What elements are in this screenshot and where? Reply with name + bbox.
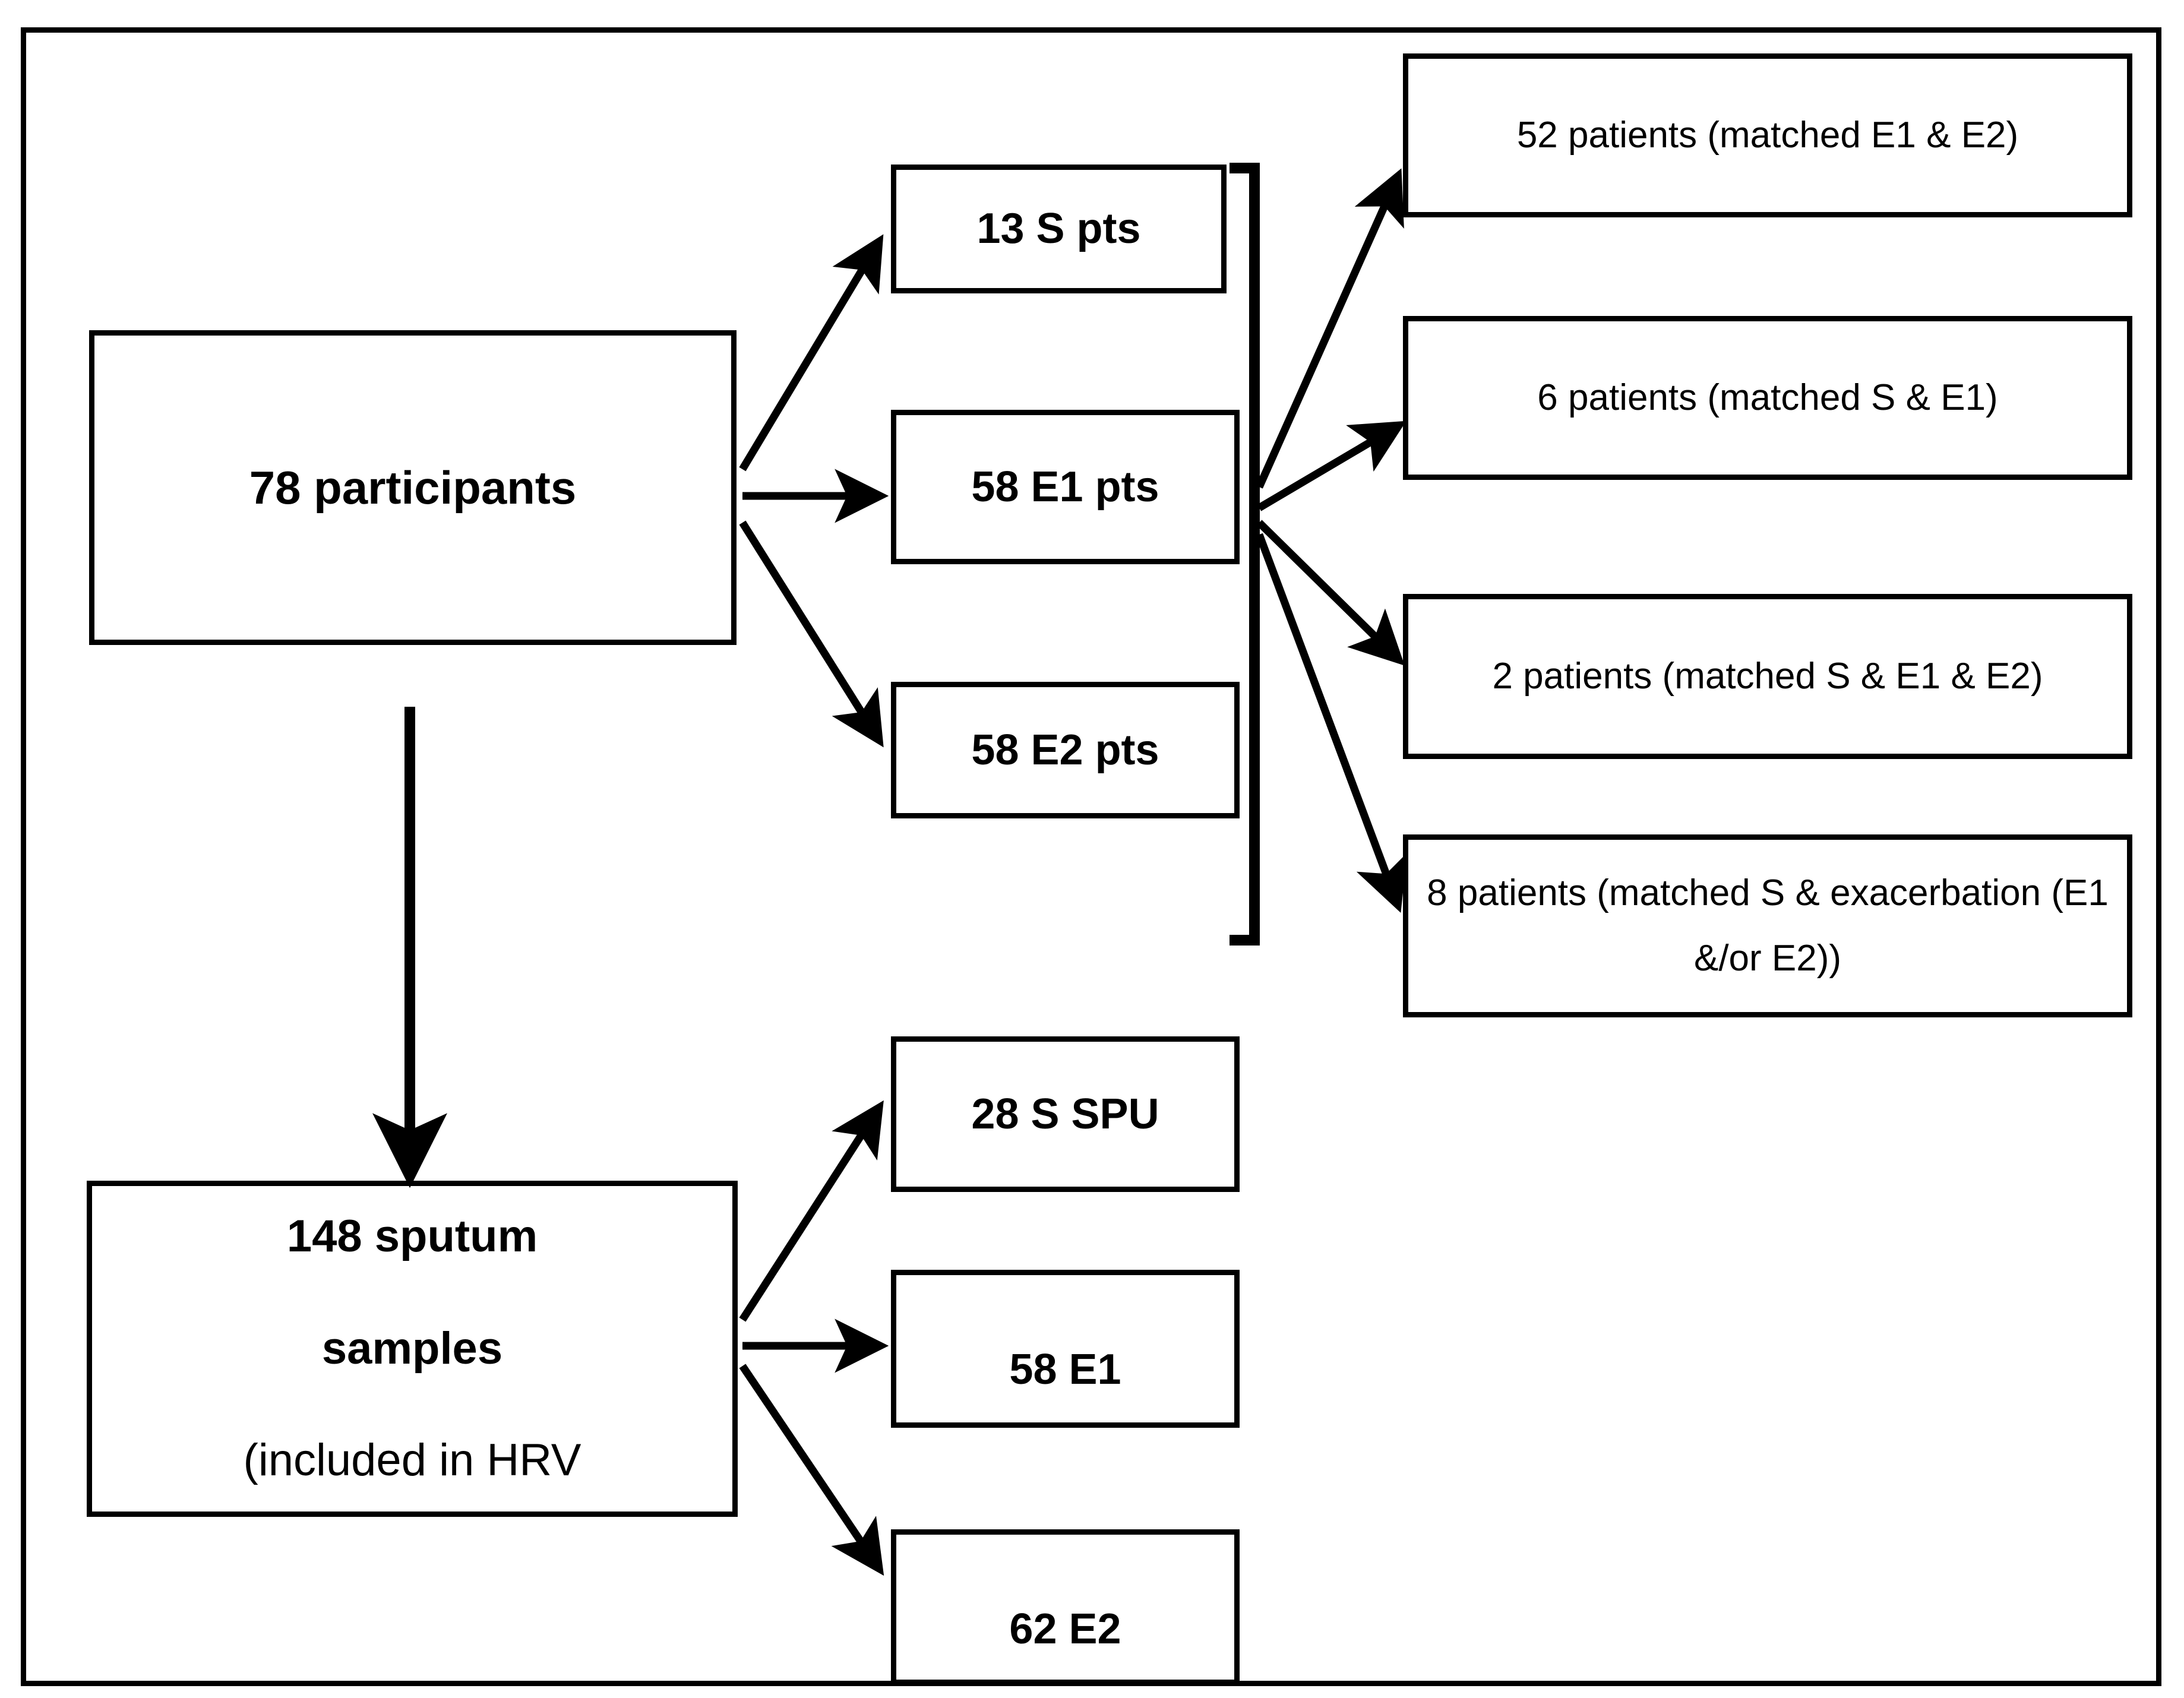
- node-78-participants-label: 78 participants: [249, 461, 577, 514]
- node-8-matched-s-exacerbation-label: 8 patients (matched S & exacerbation (E1…: [1427, 872, 2109, 979]
- node-13-s-pts-label: 13 S pts: [976, 205, 1141, 253]
- e2-spu-line-1: 62 E2: [1009, 1605, 1121, 1653]
- e1-spu-line-1: 58 E1: [1009, 1345, 1121, 1393]
- node-28-s-spu-label: 28 S SPU: [971, 1090, 1159, 1138]
- node-52-matched-e1-e2[interactable]: 52 patients (matched E1 & E2): [1403, 53, 2132, 217]
- node-148-sputum-samples[interactable]: 148 sputum samples (included in HRV: [87, 1181, 738, 1517]
- sputum-line-3: (included in HRV: [243, 1435, 581, 1486]
- sputum-line-2: samples: [321, 1323, 503, 1374]
- node-62-e2-spu[interactable]: 62 E2 SPU: [891, 1529, 1240, 1685]
- node-78-participants[interactable]: 78 participants: [89, 330, 737, 645]
- node-58-e1-pts[interactable]: 58 E1 pts: [891, 410, 1240, 564]
- node-148-sputum-samples-label: 148 sputum samples (included in HRV: [92, 1186, 732, 1512]
- node-58-e2-pts[interactable]: 58 E2 pts: [891, 682, 1240, 818]
- node-2-matched-s-e1-e2-label: 2 patients (matched S & E1 & E2): [1492, 655, 2043, 697]
- node-2-matched-s-e1-e2[interactable]: 2 patients (matched S & E1 & E2): [1403, 594, 2132, 759]
- node-62-e2-spu-label: 62 E2 SPU: [896, 1554, 1234, 1680]
- node-52-matched-e1-e2-label: 52 patients (matched E1 & E2): [1516, 114, 2019, 156]
- sputum-line-1: 148 sputum: [286, 1211, 538, 1262]
- node-6-matched-s-e1-label: 6 patients (matched S & E1): [1537, 377, 1998, 418]
- node-13-s-pts[interactable]: 13 S pts: [891, 165, 1227, 293]
- node-58-e1-spu-label: 58 E1 SPU: [896, 1294, 1234, 1422]
- node-8-matched-s-exacerbation[interactable]: 8 patients (matched S & exacerbation (E1…: [1403, 834, 2132, 1017]
- node-58-e2-pts-label: 58 E2 pts: [971, 726, 1159, 774]
- node-58-e1-spu[interactable]: 58 E1 SPU: [891, 1270, 1240, 1428]
- node-58-e1-pts-label: 58 E1 pts: [971, 463, 1159, 511]
- node-6-matched-s-e1[interactable]: 6 patients (matched S & E1): [1403, 316, 2132, 480]
- node-28-s-spu[interactable]: 28 S SPU: [891, 1036, 1240, 1192]
